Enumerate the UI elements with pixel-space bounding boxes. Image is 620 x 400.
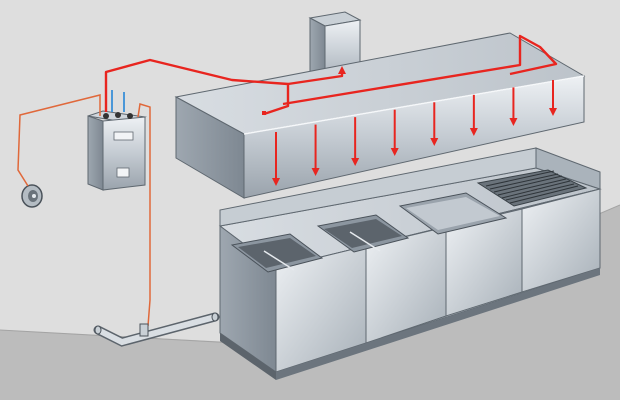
discharge-arrow-icon (390, 148, 399, 156)
sink-unit (316, 214, 410, 253)
grill (476, 169, 588, 207)
discharge-arrow-icon (430, 138, 439, 146)
discharge-arrow-icon (549, 108, 557, 116)
duct-nozzle-arrow-icon (338, 66, 346, 74)
discharge-nozzles (272, 66, 557, 186)
control-cabinet (87, 110, 147, 191)
sink-unit (230, 233, 324, 273)
discharge-arrow-icon (509, 118, 518, 126)
discharge-arrow-icon (469, 128, 478, 136)
discharge-arrow-icon (351, 158, 360, 166)
control-wiring (17, 94, 151, 327)
discharge-arrow-icon (311, 168, 320, 176)
griddle (398, 192, 508, 235)
manual-pull-station (21, 184, 43, 208)
floor (0, 205, 620, 400)
gas-line (93, 312, 220, 347)
detection-line (111, 90, 125, 112)
discharge-arrow-icon (272, 178, 280, 186)
